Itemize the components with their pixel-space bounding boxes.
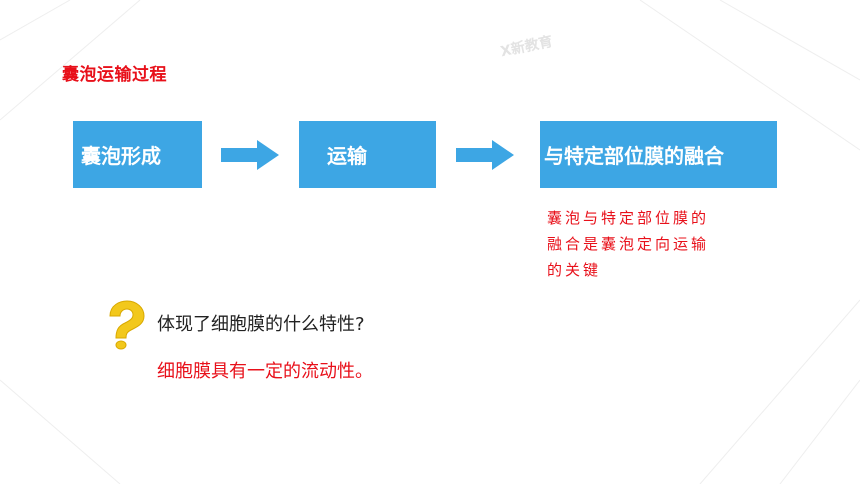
step-box-membrane-fusion: 与特定部位膜的融合 bbox=[540, 121, 777, 188]
right-arrow-icon bbox=[456, 140, 514, 170]
answer-text: 细胞膜具有一定的流动性。 bbox=[157, 361, 373, 382]
step-label: 运输 bbox=[327, 144, 367, 168]
step-label: 囊泡形成 bbox=[81, 144, 161, 168]
question-mark-icon bbox=[109, 300, 145, 350]
note-line: 的关键 bbox=[547, 261, 602, 279]
note-line: 融合是囊泡定向运输 bbox=[547, 235, 710, 253]
step-label: 与特定部位膜的融合 bbox=[544, 144, 724, 168]
right-arrow-icon bbox=[221, 140, 279, 170]
step-box-transport: 运输 bbox=[299, 121, 436, 188]
question-text: 体现了细胞膜的什么特性? bbox=[157, 314, 365, 335]
note-line: 囊泡与特定部位膜的 bbox=[547, 209, 710, 227]
slide-title: 囊泡运输过程 bbox=[62, 65, 167, 85]
step-box-vesicle-formation: 囊泡形成 bbox=[73, 121, 202, 188]
fusion-note: 囊泡与特定部位膜的 融合是囊泡定向运输 的关键 bbox=[547, 205, 757, 283]
